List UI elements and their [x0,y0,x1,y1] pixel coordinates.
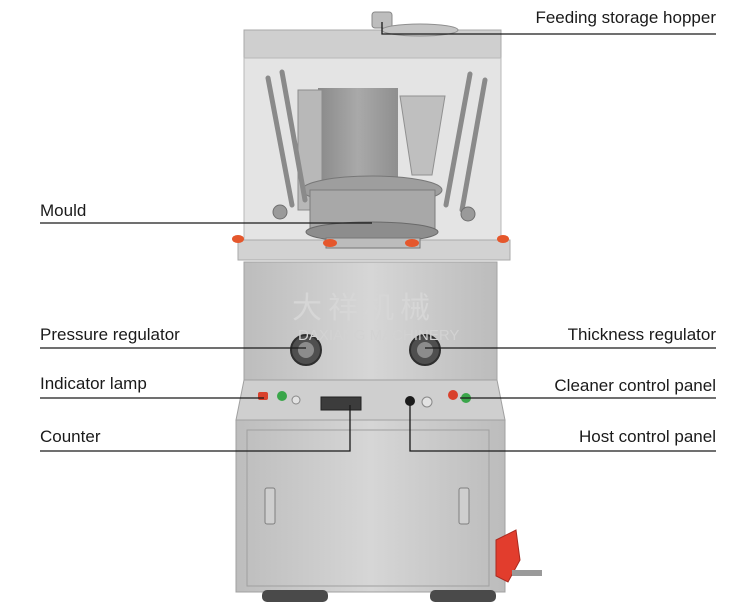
counter-display [320,396,362,411]
label-feeding-storage-hopper: Feeding storage hopper [535,8,716,27]
cleaner-lamp-red [448,390,458,400]
right-guide-rods [443,71,488,213]
pressure-regulator-knob [290,334,322,366]
indicator-lamp-green [277,391,287,401]
leader-lines [40,22,716,452]
upper-housing [232,11,511,261]
label-indicator-lamp: Indicator lamp [40,374,147,393]
label-thickness-regulator: Thickness regulator [567,325,716,344]
watermark-english: DAXIANG MACHINERY [298,327,459,344]
control-panel [235,379,506,421]
label-host-control-panel: Host control panel [578,427,716,446]
label-counter: Counter [40,427,101,446]
feeding-hopper [371,11,459,37]
right-door-handle [458,487,470,525]
lower-cabinet [235,419,542,602]
middle-body [243,261,498,381]
left-door-handle [264,487,276,525]
turret [232,175,509,249]
watermark-chinese: 大祥机械 [292,291,436,326]
left-guide-rods [265,69,308,208]
leader-feeding-hopper [381,22,716,35]
thickness-regulator-knob [409,334,441,366]
host-control-button [405,396,415,406]
label-cleaner-control-panel: Cleaner control panel [554,376,716,395]
leader-host [409,405,716,452]
leader-counter [40,405,351,452]
indicator-lamp-red [258,392,268,400]
label-pressure-regulator: Pressure regulator [40,325,180,344]
label-mould: Mould [40,201,87,220]
